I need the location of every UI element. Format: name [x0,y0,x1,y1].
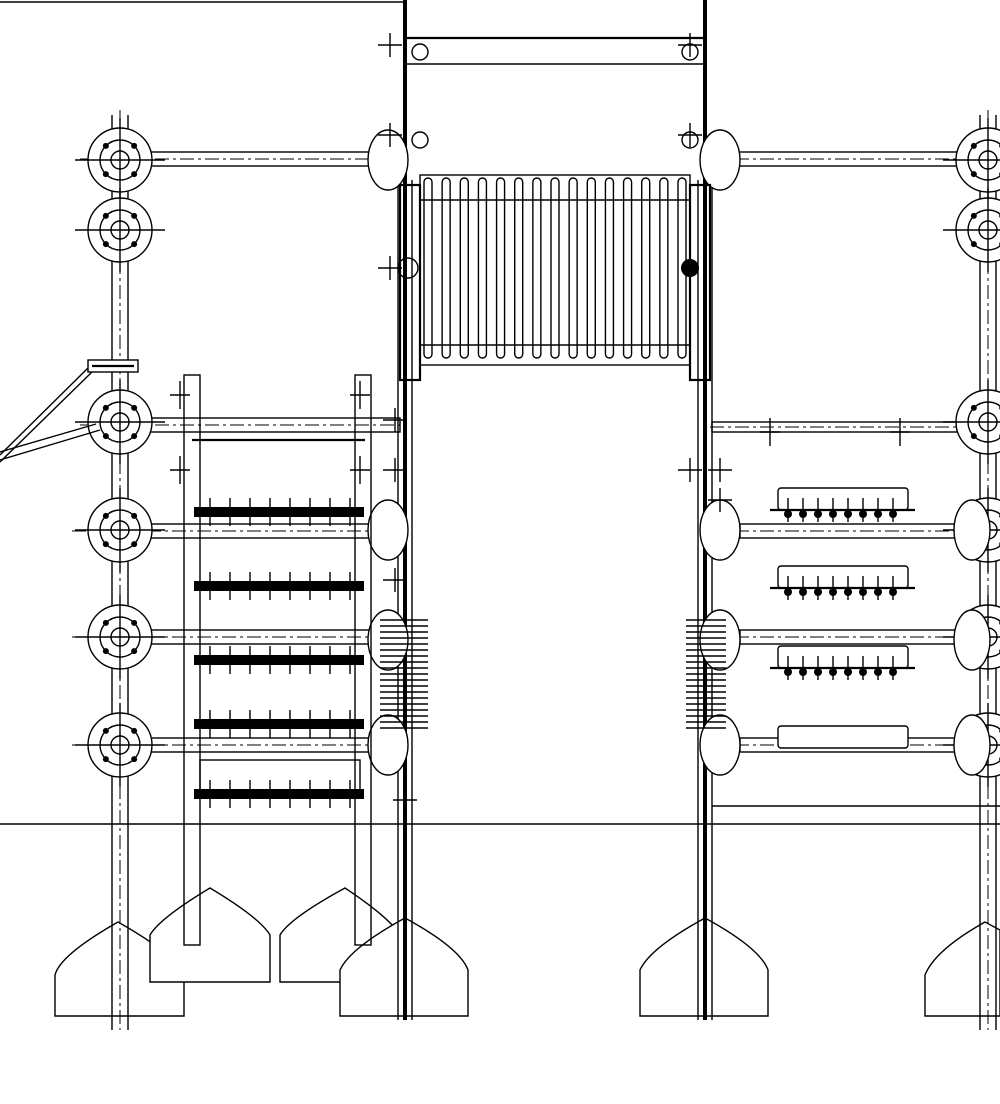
ladder [183,374,372,946]
bellows-convolution [622,177,633,359]
flange-joint [943,118,1000,202]
top-beam [405,36,705,65]
flange-joint [75,703,165,787]
terminal-block [770,487,915,522]
footing-right-post [924,921,1000,1017]
bellows-convolution [514,177,524,359]
terminal-block [777,725,909,749]
top-beam-bolts [411,43,699,149]
bellows-convolution [459,177,469,359]
bellows-convolution [495,177,506,359]
terminal-block [770,565,915,600]
bellows-convolution [568,177,578,359]
flange-joint [943,380,1000,464]
bellows-expansion-joint [397,174,712,382]
flange-joint [75,595,165,679]
flange-joint [75,488,165,572]
bellows-convolution [659,177,669,359]
ladder-rung [194,646,364,674]
bellows-convolution [604,177,615,359]
flange-joint [75,380,165,464]
bellows-convolution [641,177,651,359]
lever-assembly [0,359,139,463]
bellows-convolution [532,177,542,359]
flange-joint [943,188,1000,272]
ladder-rung [194,572,364,600]
footing-ladder-left [149,887,271,983]
pipes-right [710,151,1000,807]
ladder-rung [194,498,364,526]
bellows-convolution [441,177,451,359]
ladder-rung [194,780,364,808]
terminal-blocks [770,487,915,749]
bellows-convolution [477,177,488,359]
terminal-block [770,645,915,680]
bellows-convolution [550,177,560,359]
bellows-convolution [423,177,433,359]
base-footings [54,887,1000,1017]
flange-joint [75,188,165,272]
bellows-convolution [586,177,596,359]
elbow-fittings [367,129,991,776]
ladder-rung [194,710,364,738]
dimension-ticks [170,33,910,812]
flange-joints [75,118,1000,787]
